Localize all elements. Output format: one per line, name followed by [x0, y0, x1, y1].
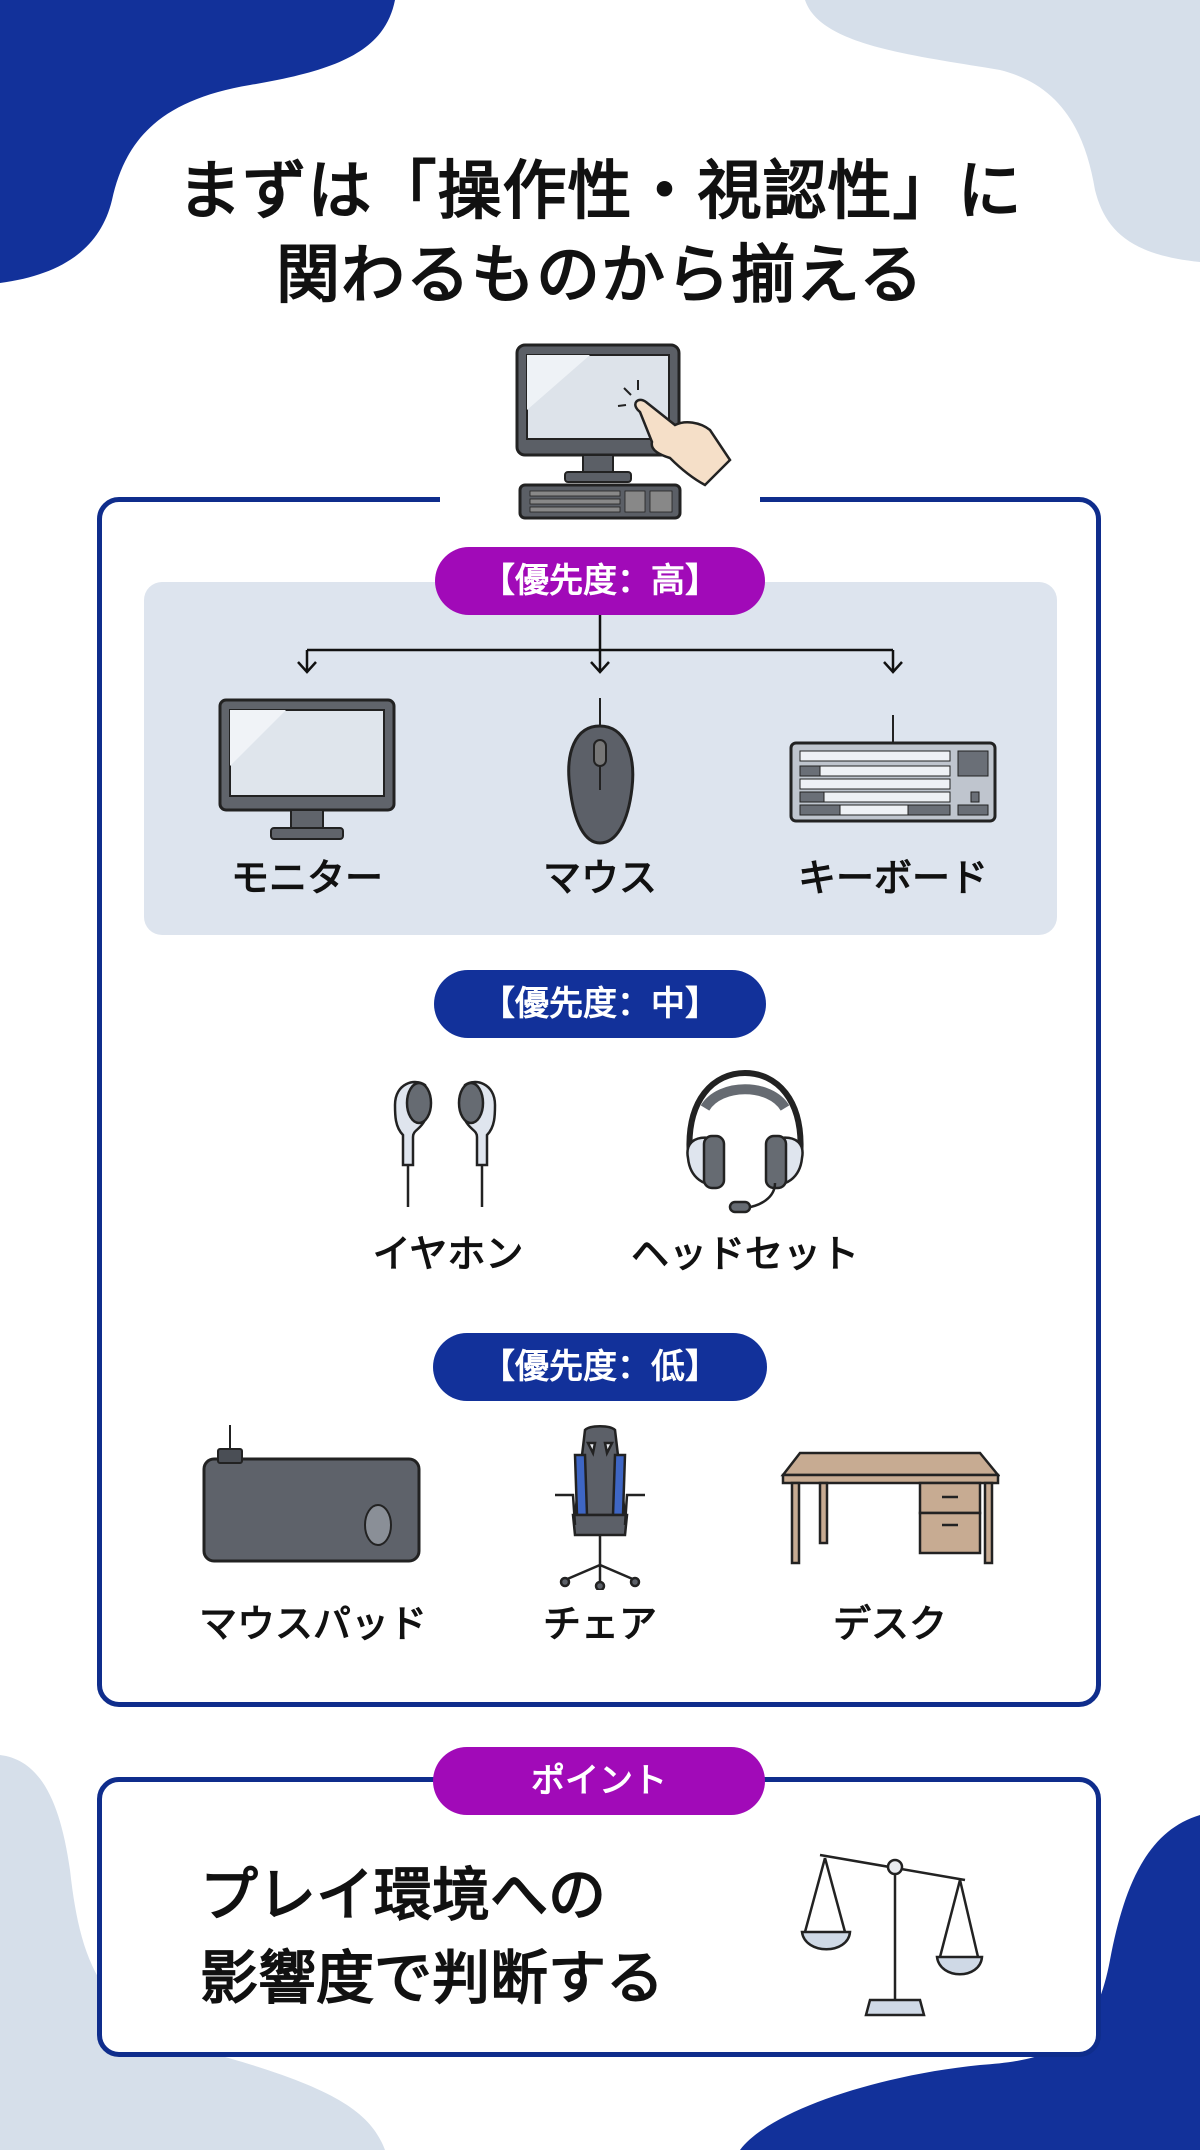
desktop-computer-touch-icon [515, 343, 732, 520]
gaming-chair-icon [555, 1425, 645, 1590]
item-label-earphones: イヤホン [372, 1232, 524, 1276]
item-label-mousepad: マウスパッド [198, 1602, 427, 1646]
item-label-desk: デスク [832, 1602, 947, 1646]
monitor-icon [218, 698, 396, 840]
item-label-headset: ヘッドセット [630, 1232, 859, 1276]
point-text-line-1: プレイ環境への [200, 1861, 607, 1929]
keyboard-icon [789, 715, 997, 823]
priority-low-badge: 【優先度：低】 [433, 1333, 767, 1401]
page-title-line-1: まずは「操作性・視認性」に [177, 155, 1023, 229]
blob-bottom-left [0, 1755, 385, 2150]
blob-bottom-right [740, 1815, 1200, 2150]
item-label-chair: チェア [542, 1602, 657, 1646]
priority-high-badge: 【優先度：高】 [435, 547, 765, 615]
headset-icon [686, 1069, 804, 1214]
item-label-monitor: モニター [230, 856, 383, 900]
mouse-icon [567, 698, 635, 845]
branch-arrows-icon [297, 615, 903, 674]
desk-icon [780, 1451, 1000, 1565]
priority-mid-badge: 【優先度：中】 [434, 970, 766, 1038]
point-text-line-2: 影響度で判断する [200, 1944, 665, 2012]
mousepad-icon [202, 1425, 421, 1563]
page-title-line-2: 関わるものから揃える [275, 239, 925, 313]
blob-top-left [0, 0, 395, 283]
item-label-keyboard: キーボード [797, 856, 988, 900]
earphones-icon [393, 1080, 497, 1207]
point-badge: ポイント [433, 1747, 765, 1815]
balance-scale-icon [800, 1853, 984, 2017]
blob-top-right [805, 0, 1200, 262]
item-label-mouse: マウス [542, 856, 657, 900]
